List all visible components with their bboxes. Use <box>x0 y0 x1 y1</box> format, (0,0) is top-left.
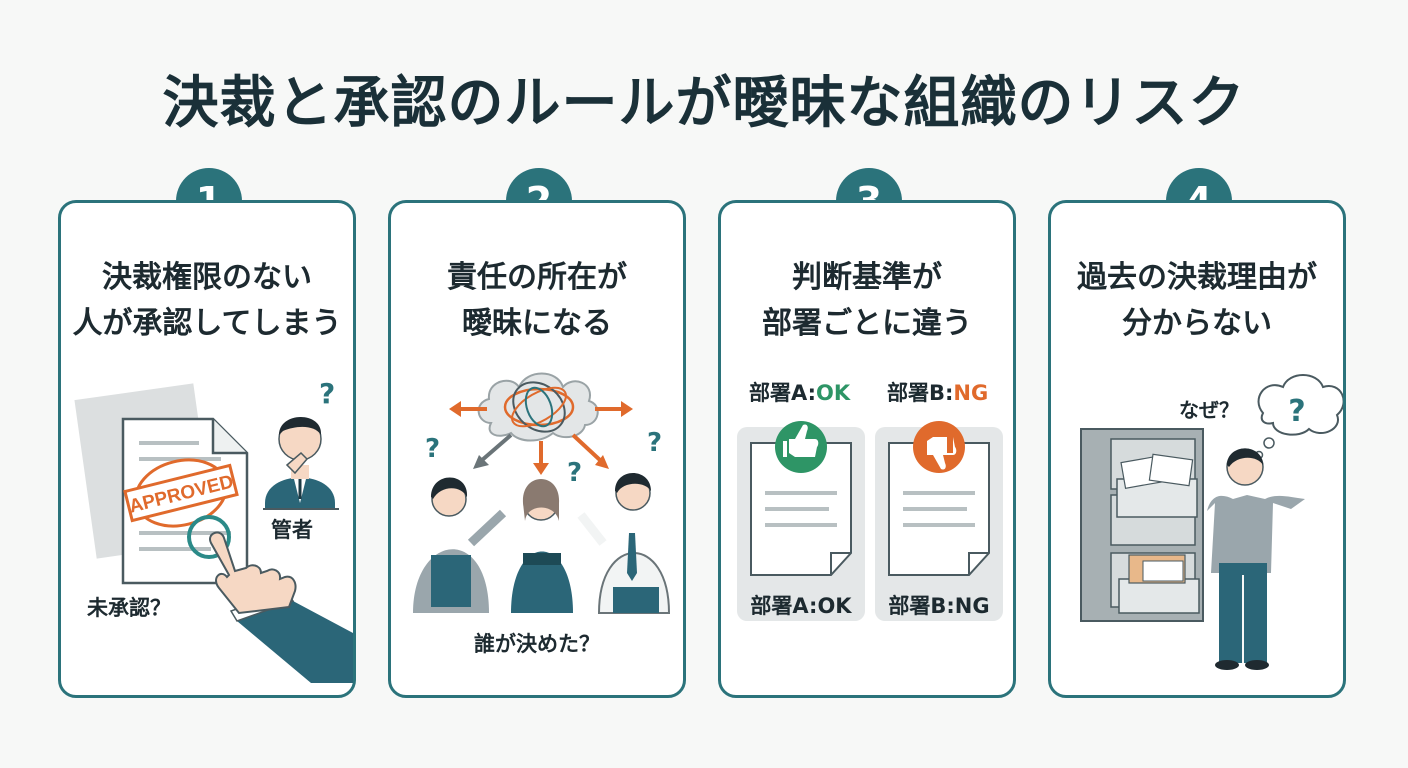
manager-person-icon <box>263 417 339 510</box>
unauthorized-approval-illustration: APPROVED ? 管者 未承認？ <box>74 377 353 683</box>
confused-person-icon <box>1207 448 1305 670</box>
card-4: 過去の決裁理由が 分からない ? なぜ？ <box>1048 200 1346 698</box>
card-3: 判断基準が 部署ごとに違う 部署A:OK 部署B:NG 部署A:OK 部署B:N… <box>718 200 1016 698</box>
confusion-cloud-icon <box>477 372 599 442</box>
dept-a-bottom-label: 部署A:OK <box>750 594 852 618</box>
filing-cabinet-icon <box>1080 428 1204 622</box>
unclear-responsibility-illustration: ? ? ? 誰が決めた？ <box>413 372 671 656</box>
who-decided-label: 誰が決めた？ <box>474 632 600 656</box>
question-mark-icon: ? <box>319 377 335 410</box>
svg-text:?: ? <box>1288 394 1305 429</box>
thought-bubble-icon: ? <box>1254 374 1343 460</box>
page-title: 決裁と承認のルールが曖昧な組織のリスク <box>162 71 1246 136</box>
dept-a-top-label: 部署A:OK <box>749 381 851 405</box>
highlight-circle <box>187 515 231 559</box>
manager-label: 管者 <box>271 518 313 542</box>
card-2: 責任の所在が 曖昧になる ? ? ? <box>388 200 686 698</box>
person-left-icon <box>413 477 507 613</box>
approved-stamp: APPROVED <box>123 458 239 528</box>
unapproved-label: 未承認？ <box>87 596 171 620</box>
card-3-heading: 判断基準が 部署ごとに違う <box>762 260 972 341</box>
card-4-heading: 過去の決裁理由が 分からない <box>1077 260 1317 341</box>
person-right-icon <box>577 473 671 614</box>
svg-text:?: ? <box>647 428 662 458</box>
dept-b-top-label: 部署B:NG <box>887 381 989 405</box>
svg-text:?: ? <box>567 458 582 488</box>
card-1: 決裁権限のない 人が承認してしまう APPROVED <box>58 200 356 698</box>
department-standards-illustration: 部署A:OK 部署B:NG <box>737 421 1003 621</box>
card-1-heading: 決裁権限のない 人が承認してしまう <box>72 260 342 341</box>
svg-text:?: ? <box>425 434 440 464</box>
unknown-past-reasons-illustration: ? なぜ？ <box>1080 374 1343 670</box>
person-center-icon <box>511 479 573 613</box>
dept-b-bottom-label: 部署B:NG <box>888 594 989 618</box>
card-2-heading: 責任の所在が 曖昧になる <box>447 260 627 341</box>
pointing-hand-icon <box>209 531 353 683</box>
why-label: なぜ？ <box>1179 398 1239 422</box>
direction-arrows <box>449 401 633 475</box>
